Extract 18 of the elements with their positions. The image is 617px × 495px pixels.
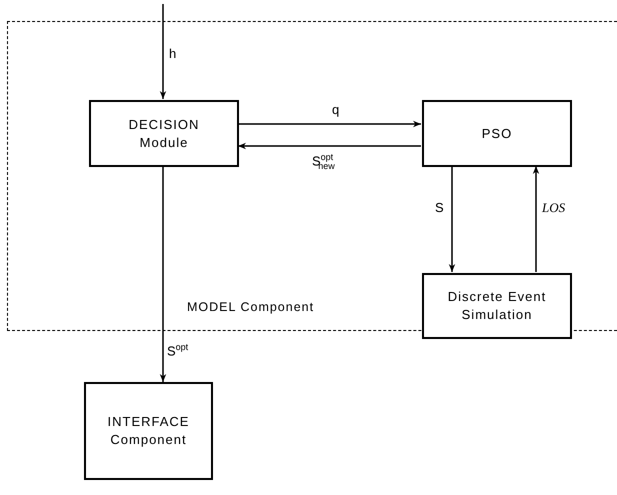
arrow: [160, 166, 166, 382]
box-label: INTERFACE Component: [106, 413, 190, 449]
process-box: [84, 382, 213, 480]
edge-label: LOS: [540, 200, 568, 215]
arrow: [238, 142, 421, 150]
arrow: [532, 166, 540, 272]
region-label: MODEL Component: [187, 299, 314, 316]
arrow: [238, 120, 421, 128]
arrow: [448, 166, 456, 272]
box-label: PSO: [482, 124, 512, 142]
process-box: [422, 273, 572, 339]
edge-label: h: [167, 46, 178, 61]
arrow: [160, 4, 166, 99]
box-label: DECISION Module: [128, 116, 200, 152]
process-box: [422, 100, 572, 167]
box-label: Discrete Event Simulation: [446, 288, 548, 324]
process-box: [89, 100, 239, 167]
edge-label: S: [433, 200, 446, 215]
